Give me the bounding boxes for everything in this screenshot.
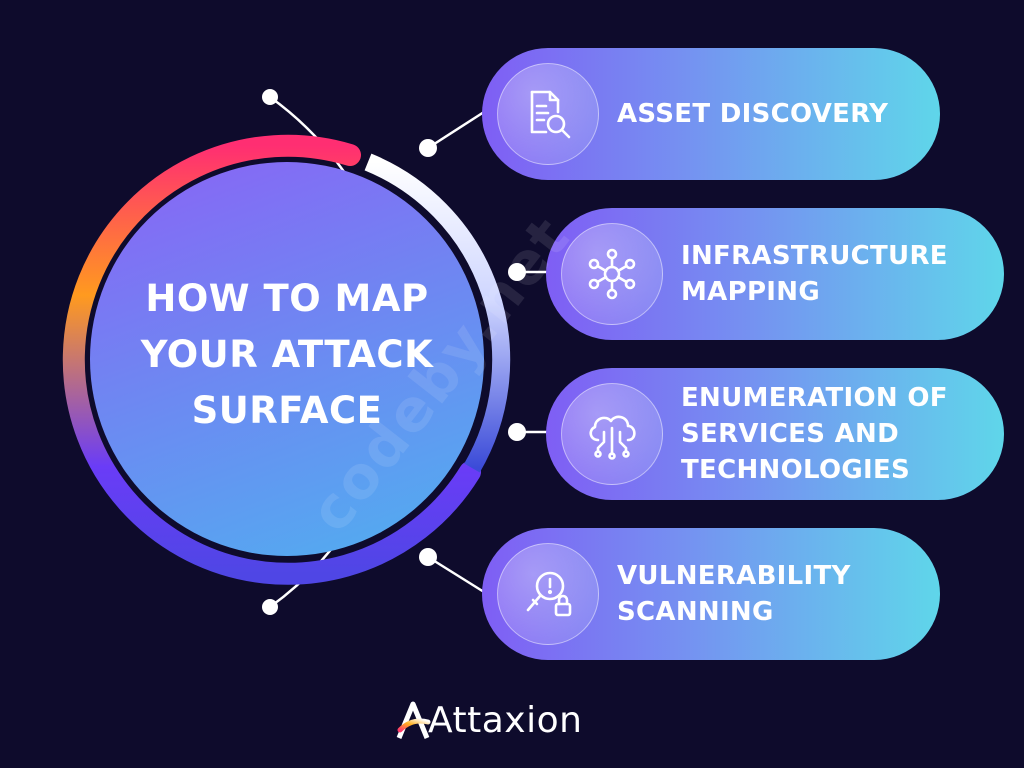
network-hub-icon <box>561 223 663 325</box>
step-enumeration: ENUMERATION OF SERVICES AND TECHNOLOGIES <box>546 368 1004 500</box>
document-search-icon <box>497 63 599 165</box>
junction-dot-4 <box>419 548 437 566</box>
hero-title: HOW TO MAP YOUR ATTACK SURFACE <box>140 277 434 432</box>
step-label: INFRASTRUCTURE MAPPING <box>681 241 948 307</box>
brand-logo: Attaxion <box>396 696 582 744</box>
magnifier-lock-icon <box>497 543 599 645</box>
junction-dot-1 <box>419 139 437 157</box>
step-label: ENUMERATION OF SERVICES AND TECHNOLOGIES <box>681 383 948 485</box>
connector-end-top <box>262 89 278 105</box>
step-label: ASSET DISCOVERY <box>617 99 889 129</box>
hero-ring-left <box>62 134 481 585</box>
junction-dot-2 <box>508 263 526 281</box>
brand-name: Attaxion <box>428 699 583 741</box>
junction-dot-3 <box>508 423 526 441</box>
step-asset-discovery: ASSET DISCOVERY <box>482 48 940 180</box>
step-label: VULNERABILITY SCANNING <box>617 561 851 627</box>
step-infrastructure-mapping: INFRASTRUCTURE MAPPING <box>546 208 1004 340</box>
cloud-circuit-icon <box>561 383 663 485</box>
step-vulnerability-scanning: VULNERABILITY SCANNING <box>482 528 940 660</box>
hero-circle: HOW TO MAP YOUR ATTACK SURFACE <box>90 162 484 556</box>
connector-end-bottom <box>262 599 278 615</box>
hero-ring-right <box>364 153 511 473</box>
attaxion-logo-icon <box>396 701 431 739</box>
